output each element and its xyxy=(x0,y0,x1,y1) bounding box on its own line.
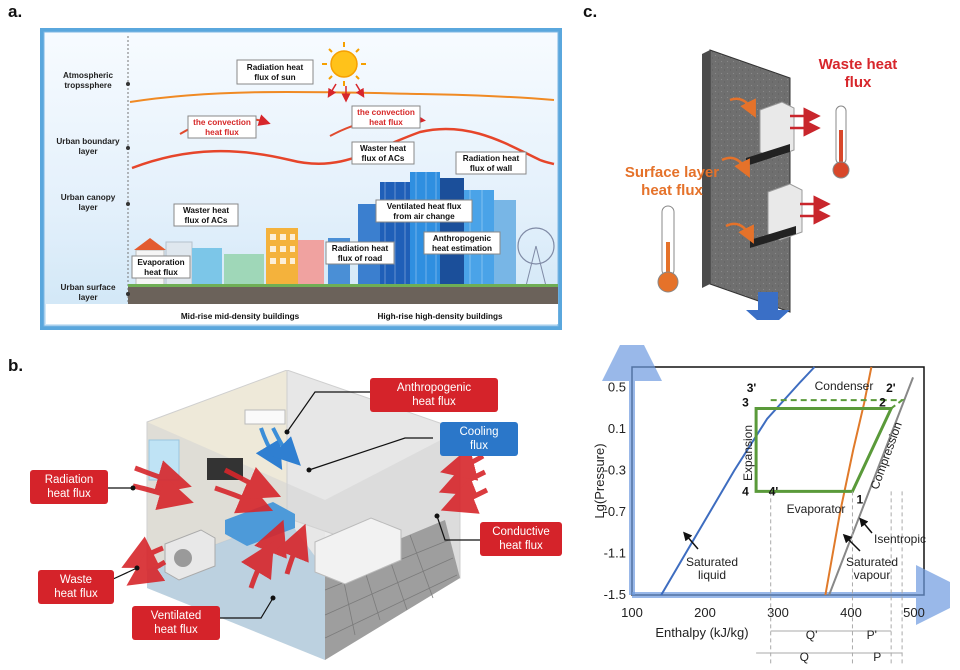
label-radiation-heat-flux: Radiation heat flux xyxy=(30,470,108,504)
saturated-liquid-line xyxy=(660,366,816,596)
svg-text:flux of road: flux of road xyxy=(338,254,383,263)
ac-unit-lower-icon xyxy=(750,183,803,248)
x-tick-label: 200 xyxy=(694,605,716,620)
label-waste-heat-flux: Waste heat flux xyxy=(38,570,114,604)
p-prime-label: P' xyxy=(867,628,877,642)
layer-boundary: Urban boundary xyxy=(56,137,120,146)
label-convection-right: the convection xyxy=(357,108,415,117)
label-ventilated-air: Ventilated heat flux xyxy=(387,202,462,211)
label-high-rise: High-rise high-density buildings xyxy=(377,312,503,321)
point-2p-label: 2' xyxy=(886,381,896,395)
label-convection-left: the convection xyxy=(193,118,251,127)
vapour-pointer-arrow xyxy=(842,533,861,552)
x-tick-label: 400 xyxy=(840,605,862,620)
isentropic-line xyxy=(828,377,914,596)
point-4p-label: 4' xyxy=(769,484,779,498)
x-axis-label: Enthalpy (kJ/kg) xyxy=(655,625,748,640)
label-radiation-wall: Radiation heat xyxy=(463,154,520,163)
label-waste-heat-flux-c: Waste heat flux xyxy=(818,56,898,91)
q-prime-label: Q' xyxy=(806,628,818,642)
liquid-pointer-arrow xyxy=(683,531,699,550)
down-arrow-icon xyxy=(746,292,790,320)
svg-text:heat flux: heat flux xyxy=(369,118,403,127)
point-3p-label: 3' xyxy=(747,381,757,395)
panel-label-b: b. xyxy=(8,356,24,375)
label-mid-rise: Mid-rise mid-density buildings xyxy=(181,312,300,321)
svg-text:layer: layer xyxy=(78,293,98,302)
saturated-vapour-label-1: Saturated xyxy=(846,555,898,569)
svg-text:layer: layer xyxy=(78,203,98,212)
label-anthropogenic-heat-flux: Anthropogenic heat flux xyxy=(370,378,498,412)
svg-text:tropssphere: tropssphere xyxy=(64,81,112,90)
isentropic-pointer-arrow xyxy=(859,517,873,534)
point-1-label: 1 xyxy=(856,492,863,506)
x-tick-label: 100 xyxy=(621,605,643,620)
svg-text:heat flux: heat flux xyxy=(144,268,178,277)
svg-text:flux of ACs: flux of ACs xyxy=(185,216,228,225)
label-waste-acs-mid: Waster heat xyxy=(183,206,229,215)
saturated-vapour-label-2: vapour xyxy=(854,568,891,582)
q-label: Q xyxy=(800,650,809,664)
wall-ac-diagram xyxy=(657,49,850,320)
evaporator-label: Evaporator xyxy=(787,502,846,516)
ideal-cycle-dashed xyxy=(770,399,906,410)
compression-label: Compression xyxy=(868,420,905,491)
label-surface-layer-heat-flux: Surface layer heat flux xyxy=(624,164,720,199)
saturated-vapour-line xyxy=(824,366,873,596)
svg-text:heat estimation: heat estimation xyxy=(432,244,492,253)
y-tick-label: 0.1 xyxy=(608,421,626,436)
label-ventilated-heat-flux: Ventilated heat flux xyxy=(132,606,220,640)
point-3-label: 3 xyxy=(742,395,749,409)
svg-text:layer: layer xyxy=(78,147,98,156)
outdoor-ac-unit-icon xyxy=(164,529,216,581)
y-axis-label: Lg(Pressure) xyxy=(592,443,607,518)
svg-text:flux of sun: flux of sun xyxy=(254,73,295,82)
y-tick-label: 0.5 xyxy=(608,380,626,395)
y-tick-label: -0.3 xyxy=(604,463,626,478)
point-2-label: 2 xyxy=(879,395,886,409)
x-tick-label: 500 xyxy=(903,605,925,620)
svg-text:flux of ACs: flux of ACs xyxy=(362,154,405,163)
svg-text:heat flux: heat flux xyxy=(205,128,239,137)
y-tick-label: -0.7 xyxy=(604,504,626,519)
saturated-liquid-label-1: Saturated xyxy=(686,555,738,569)
x-tick-label: 300 xyxy=(767,605,789,620)
panel-label-c: c. xyxy=(583,2,598,21)
saturated-liquid-label-2: liquid xyxy=(698,568,726,582)
y-tick-label: -1.5 xyxy=(604,587,626,602)
condenser-label: Condenser xyxy=(815,379,874,393)
room-heat-diagram xyxy=(93,370,495,660)
layer-atmospheric: Atmospheric xyxy=(63,71,113,80)
thermometer-left-icon xyxy=(657,205,679,293)
label-conductive-heat-flux: Conductive heat flux xyxy=(480,522,562,556)
thermometer-right-icon xyxy=(832,105,850,179)
label-anthropogenic-estimation: Anthropogenic xyxy=(433,234,492,243)
urban-heat-labels: Atmospheric tropssphere Urban boundary l… xyxy=(56,59,527,321)
label-radiation-sun: Radiation heat xyxy=(247,63,304,72)
layer-surface: Urban surface xyxy=(60,283,116,292)
layer-canopy: Urban canopy xyxy=(61,193,116,202)
y-tick-label: -1.1 xyxy=(604,546,626,561)
p-label: P xyxy=(873,650,881,664)
panel-label-a: a. xyxy=(8,2,23,21)
ac-unit-upper-icon xyxy=(746,101,795,166)
ph-diagram-chart: 100 200 300 400 500 0.5 0.1 -0.3 -0.7 -1… xyxy=(592,345,950,665)
air-conditioner-icon xyxy=(244,409,286,425)
sun-icon xyxy=(322,42,366,86)
label-cooling-flux: Cooling flux xyxy=(440,422,518,456)
svg-text:from air change: from air change xyxy=(393,212,455,221)
label-radiation-road: Radiation heat xyxy=(332,244,389,253)
refrigeration-cycle xyxy=(754,406,894,493)
isentropic-label: Isentropic xyxy=(874,532,926,546)
label-evaporation: Evaporation xyxy=(137,258,184,267)
expansion-label: Expansion xyxy=(741,425,755,481)
label-waste-acs-high: Waster heat xyxy=(360,144,406,153)
svg-text:flux of wall: flux of wall xyxy=(470,164,512,173)
point-4-label: 4 xyxy=(742,484,749,498)
